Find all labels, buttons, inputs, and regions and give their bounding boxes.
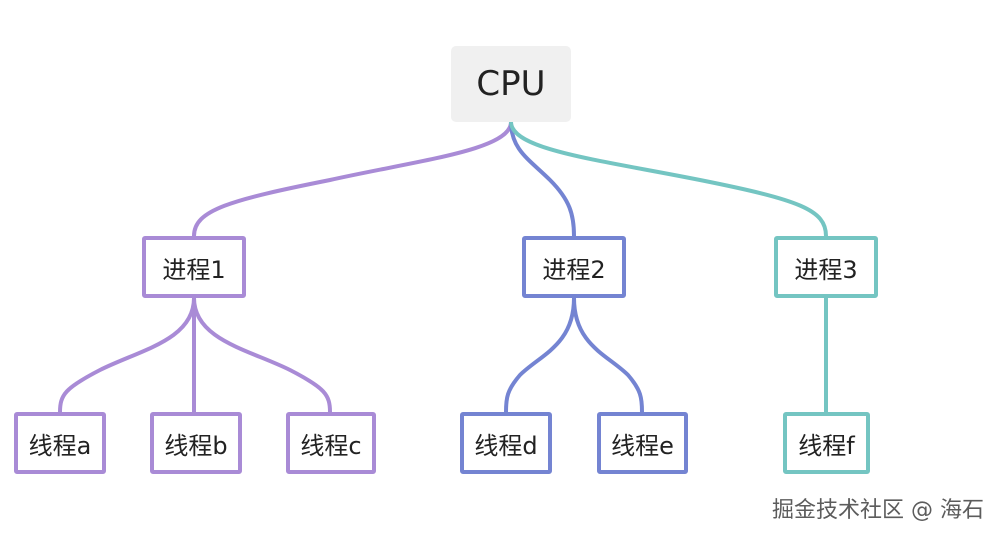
thread-d-node: 线程d (460, 412, 552, 474)
thread-c-label: 线程c (300, 431, 362, 460)
edge-process2-thread-d (504, 296, 576, 414)
thread-e-node: 线程e (597, 412, 688, 474)
cpu-node: CPU (451, 46, 571, 122)
edge-cpu-process2 (509, 120, 576, 238)
thread-d-label: 线程d (474, 431, 538, 460)
thread-a-label: 线程a (28, 431, 92, 460)
edge-process2-thread-e (572, 296, 644, 414)
cpu-node-label: CPU (476, 64, 546, 104)
edge-cpu-process1 (192, 120, 513, 238)
process-2-node: 进程2 (522, 236, 626, 298)
thread-f-label: 线程f (798, 431, 855, 460)
process-2-label: 进程2 (542, 255, 606, 284)
thread-c-node: 线程c (286, 412, 376, 474)
thread-f-node: 线程f (783, 412, 870, 474)
watermark-text: 掘金技术社区 @ 海石 (772, 498, 984, 523)
edge-process1-thread-a (58, 296, 196, 414)
edge-cpu-process3 (509, 120, 828, 238)
process-1-label: 进程1 (162, 255, 226, 284)
thread-b-node: 线程b (150, 412, 242, 474)
process-3-label: 进程3 (794, 255, 858, 284)
thread-e-label: 线程e (611, 431, 674, 460)
thread-a-node: 线程a (14, 412, 106, 474)
process-1-node: 进程1 (142, 236, 246, 298)
edge-process1-thread-c (192, 296, 332, 414)
process-3-node: 进程3 (774, 236, 878, 298)
thread-b-label: 线程b (164, 431, 228, 460)
